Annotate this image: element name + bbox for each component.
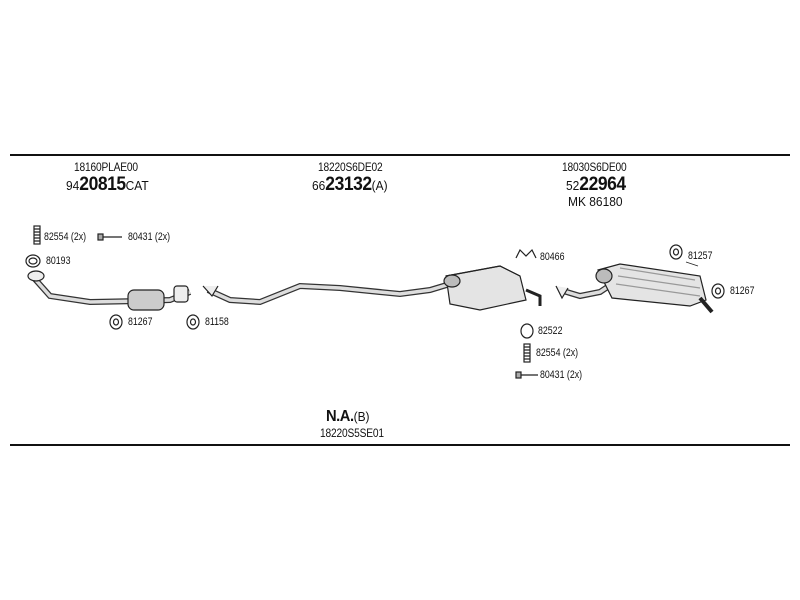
- rubber-mount-icon: [711, 283, 725, 299]
- part-number-prefix: 94: [66, 178, 80, 193]
- part-label: 81267: [128, 316, 153, 328]
- gasket-ring-icon: [520, 323, 534, 339]
- catalyst-pipe-icon: [27, 270, 192, 311]
- part-number-prefix: 52: [566, 178, 580, 193]
- part-label: 82522: [538, 325, 563, 337]
- part-number-main: 20815: [79, 174, 126, 195]
- part-number-prefix: 66: [312, 178, 326, 193]
- part-number-suffix: (A): [371, 178, 388, 193]
- part-label: 81257: [688, 250, 713, 262]
- spring-icon: [523, 343, 531, 363]
- rear-pipe-icon: [555, 281, 614, 300]
- rubber-mount-icon: [109, 314, 123, 330]
- part-label: 80431 (2x): [540, 369, 583, 381]
- oem-number-middle-pipe: 18220S6DE02: [318, 160, 383, 174]
- part-number-middle-pipe: 6623132(A): [312, 174, 388, 196]
- part-label: 80431 (2x): [128, 231, 171, 243]
- mounting-kit-number: MK 86180: [568, 194, 623, 209]
- spring-icon: [33, 225, 41, 245]
- rear-silencer-icon: [595, 263, 714, 314]
- na-main: N.A.: [326, 408, 354, 425]
- oem-number-rear-silencer: 18030S6DE00: [562, 160, 627, 174]
- oem-number-catalyst: 18160PLAE00: [74, 160, 138, 174]
- part-number-main: 23132: [325, 174, 372, 195]
- bolt-icon: [515, 371, 538, 379]
- clamp-icon: [515, 248, 537, 259]
- bottom-divider: [10, 444, 790, 446]
- gasket-ring-icon: [25, 254, 41, 268]
- middle-silencer-icon: [443, 265, 542, 311]
- part-label: 80466: [540, 251, 565, 263]
- part-label: 82554 (2x): [44, 231, 87, 243]
- part-label: 82554 (2x): [536, 347, 579, 359]
- part-number-main: 22964: [579, 174, 626, 195]
- top-divider: [10, 154, 790, 156]
- part-number-catalyst: 9420815CAT: [66, 174, 149, 196]
- na-suffix: (B): [353, 409, 370, 424]
- part-label: 81158: [205, 316, 229, 328]
- part-label: 80193: [46, 255, 71, 267]
- part-number-rear-silencer: 5222964: [566, 174, 626, 196]
- part-label: 81267: [730, 285, 755, 297]
- not-available-label: N.A.(B): [326, 408, 370, 426]
- rubber-mount-icon: [669, 244, 683, 260]
- oem-number-bottom: 18220S5SE01: [320, 426, 384, 440]
- middle-pipe-icon: [202, 281, 451, 306]
- part-number-suffix: CAT: [125, 178, 149, 193]
- bolt-icon: [97, 233, 122, 241]
- rubber-mount-icon: [186, 314, 200, 330]
